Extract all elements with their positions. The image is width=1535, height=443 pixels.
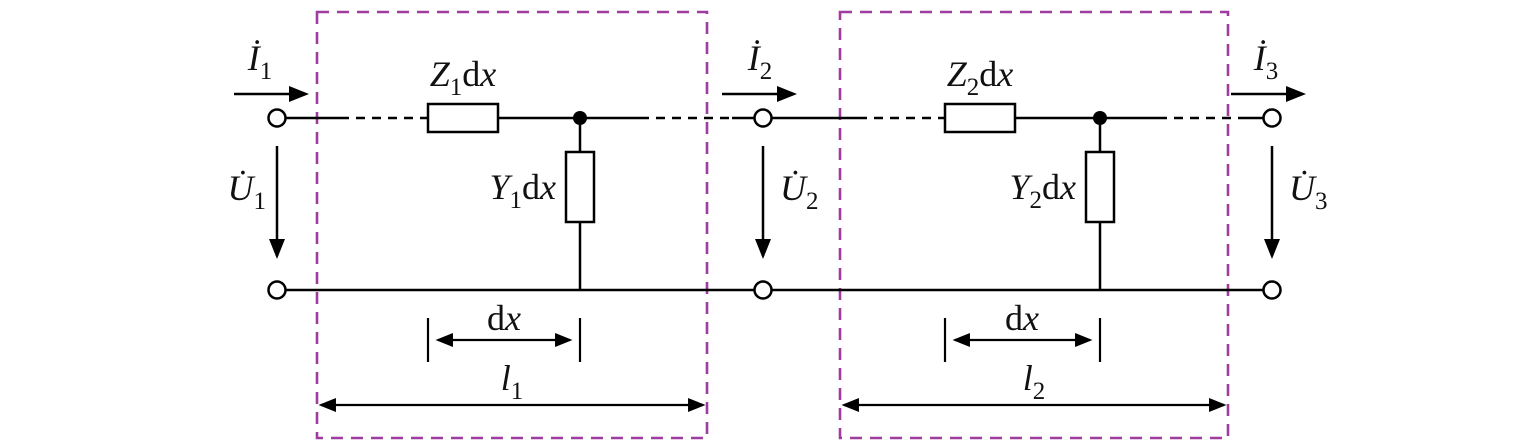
- voltage-label-1: U̇1: [228, 168, 267, 215]
- admittance-element-2: [1084, 150, 1116, 224]
- current-label-1: İ1: [247, 38, 273, 85]
- terminal-port-bottom-2: [753, 280, 773, 300]
- dx-dimension-1: [426, 318, 582, 362]
- voltage-label-2: U̇2: [780, 168, 819, 215]
- voltage-label-3: U̇3: [1289, 168, 1328, 215]
- terminal-port-top-2: [753, 108, 773, 128]
- terminal-port-top-3: [1262, 108, 1282, 128]
- dx-label-2: dx: [1005, 298, 1039, 338]
- length-label-2: l2: [1023, 358, 1046, 405]
- section-2-boundary: [838, 10, 1230, 440]
- dx-label-1: dx: [487, 298, 521, 338]
- impedance-element-2: [943, 102, 1017, 134]
- terminal-port-bottom-3: [1262, 280, 1282, 300]
- admittance-label-2: Y2dx: [1009, 167, 1076, 214]
- length-label-1: l1: [501, 358, 524, 405]
- admittance-label-1: Y1dx: [489, 167, 556, 214]
- impedance-label-1: Z1dx: [430, 54, 497, 101]
- terminal-port-bottom-1: [267, 280, 287, 300]
- terminal-port-top-1: [267, 108, 287, 128]
- shunt-branch-2: [1084, 111, 1116, 290]
- impedance-element-1: [426, 102, 500, 134]
- current-label-3: İ3: [1253, 38, 1279, 85]
- impedance-label-2: Z2dx: [947, 54, 1014, 101]
- admittance-element-1: [564, 150, 596, 224]
- current-label-2: İ2: [747, 38, 773, 85]
- junction-node-2: [1093, 111, 1107, 125]
- section-1-boundary: [315, 10, 709, 440]
- dx-dimension-2: [943, 318, 1102, 362]
- junction-node-1: [573, 111, 587, 125]
- shunt-branch-1: [564, 111, 596, 290]
